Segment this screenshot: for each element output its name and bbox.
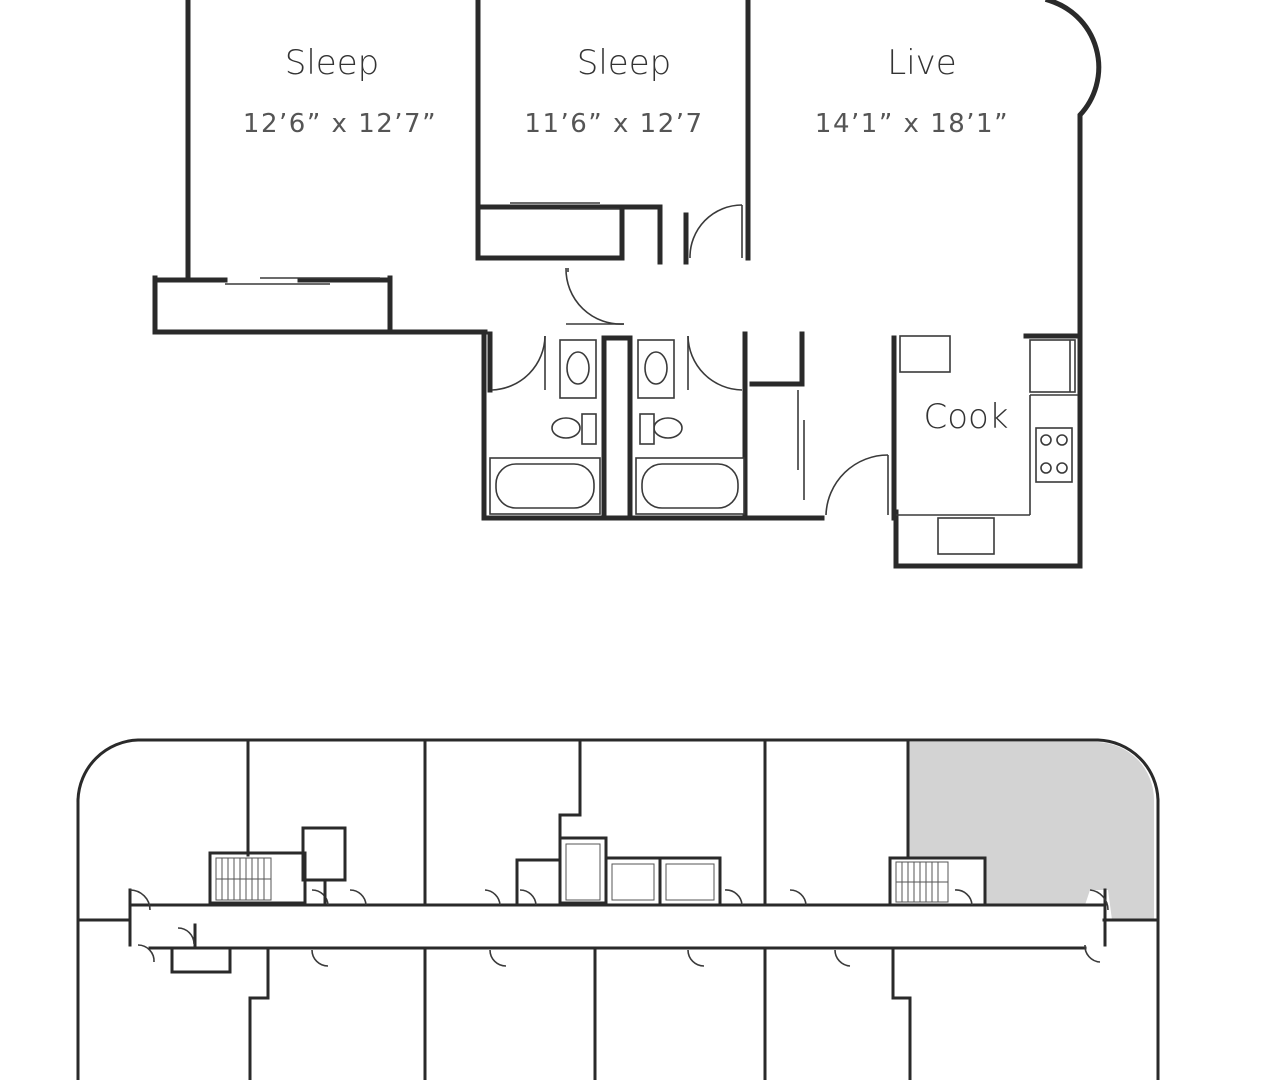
room-cook: Cook xyxy=(891,333,1083,569)
unit-plan: Sleep 12’6” x 12’7” Sleep 11’6” x 12’7 xyxy=(152,0,1102,569)
live-label: Live xyxy=(887,43,956,83)
unit-dividers xyxy=(78,738,1158,1080)
utility-left xyxy=(170,923,232,974)
sleep-1-dimensions: 12’6” x 12’7” xyxy=(243,109,437,139)
stair-left xyxy=(208,826,347,905)
bathrooms xyxy=(481,331,825,521)
highlighted-unit xyxy=(908,742,1154,920)
live-dimensions: 14’1” x 18’1” xyxy=(815,109,1009,139)
sleep-2-dimensions: 11’6” x 12’7 xyxy=(524,109,703,139)
corridor xyxy=(128,888,1109,967)
entry-closet xyxy=(749,331,889,516)
room-sleep-2: Sleep 11’6” x 12’7 xyxy=(475,0,751,265)
stair-right xyxy=(888,856,987,905)
sleep-2-label: Sleep xyxy=(577,43,671,83)
key-plan xyxy=(76,738,1160,1080)
room-sleep-1: Sleep 12’6” x 12’7” xyxy=(152,0,488,335)
sleep-1-label: Sleep xyxy=(285,43,379,83)
room-live: Live 14’1” x 18’1” xyxy=(815,0,1102,335)
elevator-core xyxy=(515,836,722,905)
cook-label: Cook xyxy=(923,397,1008,437)
